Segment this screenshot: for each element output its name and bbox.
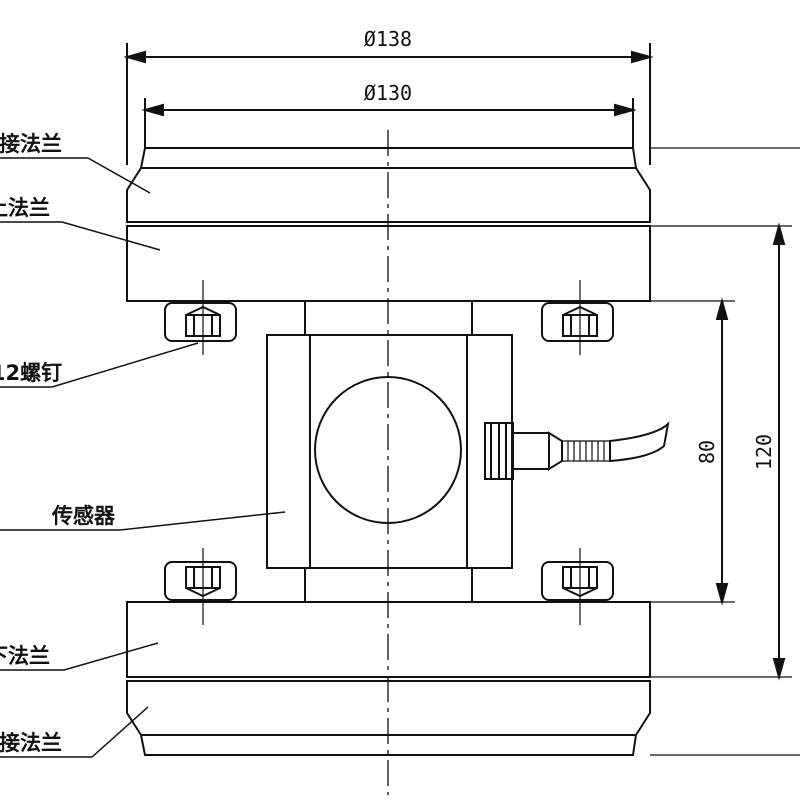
bolt-bottom-left [164, 548, 237, 625]
upper-neck [304, 301, 473, 335]
height-inner-text: 80 [695, 440, 719, 464]
bolt-top-left [164, 280, 237, 355]
dim-height-inner: 80 [480, 297, 735, 606]
dim-height-outer: 120 [650, 222, 792, 681]
height-outer-text: 120 [752, 434, 776, 470]
dim-inner-diameter: Ø130 [141, 81, 637, 148]
leader-lines [0, 157, 286, 758]
bolt-top-right [541, 280, 614, 355]
dim-outer-diameter: Ø138 [123, 27, 654, 165]
label-weld-flange-top: 焊接法兰 [0, 132, 62, 156]
label-lower-flange: 下法兰 [0, 644, 50, 668]
cable-connector [484, 421, 670, 480]
label-upper-flange: 上法兰 [0, 196, 50, 220]
outer-diameter-text: Ø138 [364, 27, 412, 51]
top-weld-flange [126, 147, 651, 223]
label-weld-flange-bottom: 焊接法兰 [0, 731, 62, 755]
upper-flange-body [126, 225, 651, 302]
bolt-bottom-right [541, 548, 614, 625]
inner-diameter-text: Ø130 [364, 81, 412, 105]
lower-neck [304, 568, 473, 602]
bottom-weld-flange [126, 680, 651, 756]
sensor-body [266, 334, 513, 569]
label-sensor: 传感器 [52, 504, 115, 528]
label-screw: M12螺钉 [0, 361, 63, 385]
lower-flange-body [126, 601, 651, 678]
